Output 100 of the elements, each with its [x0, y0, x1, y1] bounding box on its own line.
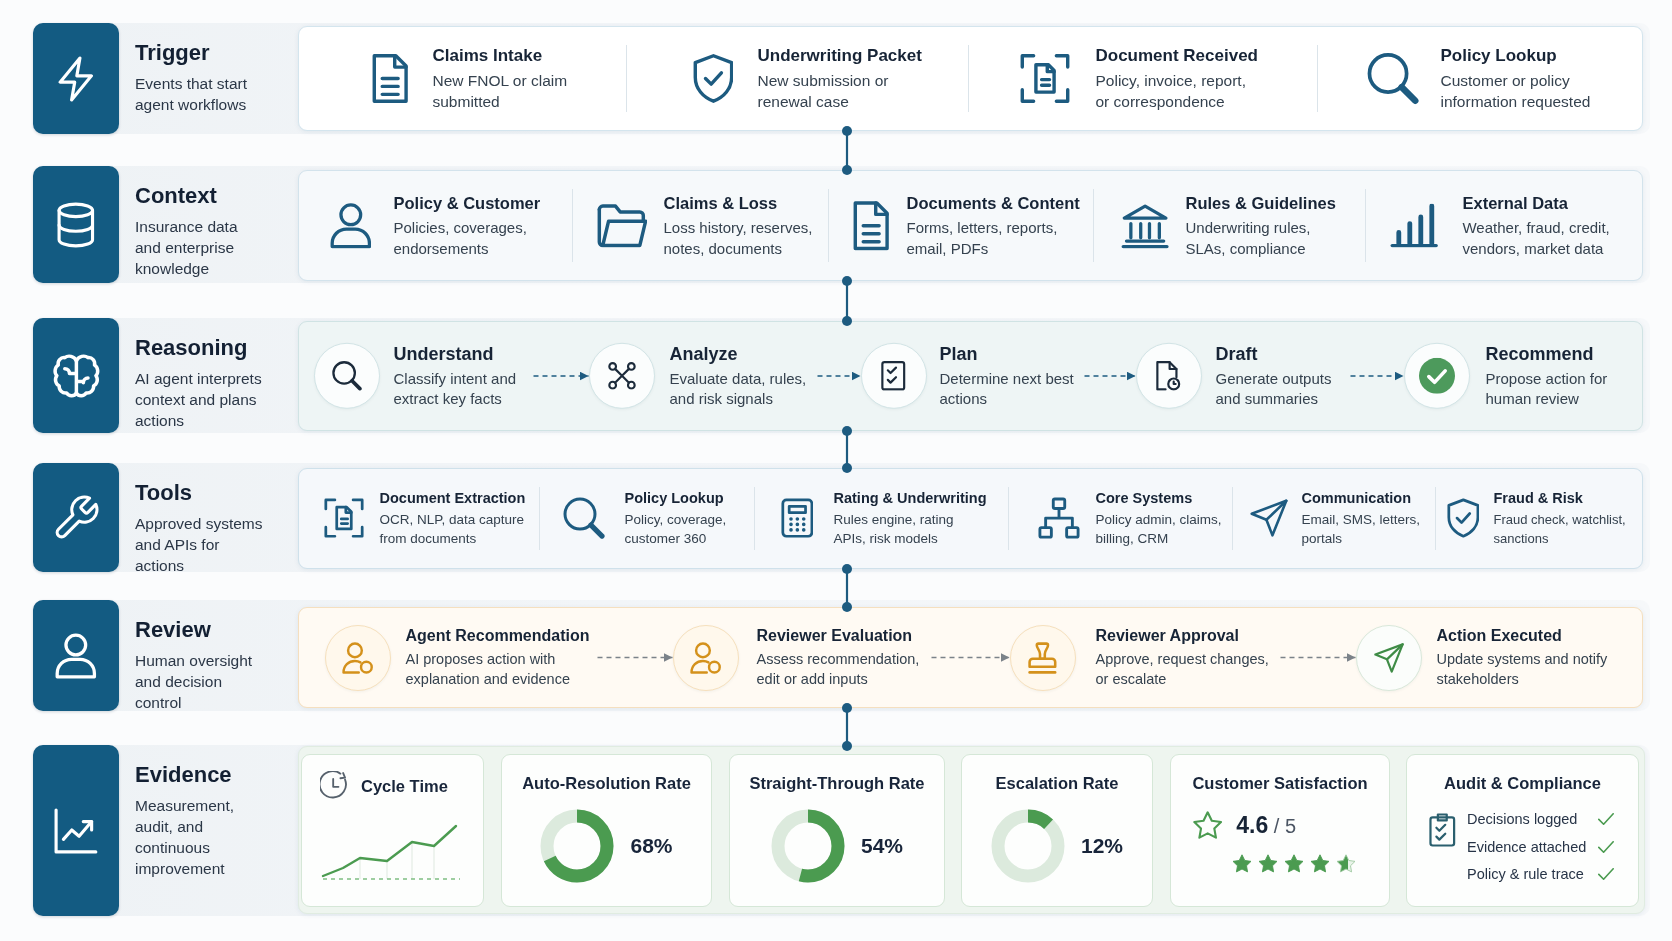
step-title: Agent Recommendation	[405, 625, 590, 646]
row-panel	[298, 321, 1643, 431]
item-description: Rules engine, rating APIs, risk models	[833, 511, 955, 549]
row-title: Evidence	[135, 761, 232, 789]
step-title: Recommend	[1485, 342, 1594, 366]
metric-card	[501, 754, 712, 907]
item-description: OCR, NLP, data capture from documents	[379, 511, 526, 549]
item-description: Fraud check, watchlist, sanctions	[1493, 511, 1627, 549]
item-title: Policy Lookup	[624, 488, 724, 508]
item-title: Document Received	[1095, 44, 1258, 67]
step-description: Update systems and notify stakeholders	[1436, 650, 1609, 690]
row-description: AI agent interprets context and plans actions	[135, 369, 263, 431]
connector-line	[842, 564, 852, 612]
item-title: Fraud & Risk	[1493, 488, 1583, 508]
arrow	[930, 653, 1011, 662]
step-description: Classify intent and extract key facts	[393, 369, 518, 410]
row-band	[33, 463, 1650, 572]
arrow	[532, 371, 590, 381]
checklist-item: Policy & rule trace	[1467, 865, 1584, 884]
step-title: Draft	[1215, 342, 1258, 366]
card-title: Escalation Rate	[995, 773, 1119, 794]
item-title: Rules & Guidelines	[1185, 192, 1336, 214]
item-description: Customer or policy information requested	[1440, 71, 1592, 113]
metric-card	[1406, 754, 1639, 907]
row-description: Approved systems and APIs for actions	[135, 514, 264, 576]
item-description: Weather, fraud, credit, vendors, market data	[1462, 217, 1611, 259]
item-description: Policy admin, claims, billing, CRM	[1095, 511, 1223, 549]
card-title: Customer Satisfaction	[1192, 773, 1368, 794]
item-title: Policy & Customer	[393, 192, 541, 214]
step-title: Plan	[939, 342, 978, 366]
item-description: Policy, coverage, customer 360	[624, 511, 728, 549]
percentage-value: 68%	[630, 834, 673, 858]
card-title: Auto-Resolution Rate	[522, 773, 691, 794]
percentage-value: 54%	[861, 834, 903, 858]
item-description: New FNOL or claim submitted	[432, 71, 569, 113]
item-title: Underwriting Packet	[757, 44, 922, 67]
row-description: Events that start agent workflows	[135, 74, 248, 115]
connector-line	[842, 703, 852, 751]
metric-card	[1170, 754, 1390, 907]
connector-line	[842, 426, 852, 473]
row-description: Human oversight and decision control	[135, 651, 254, 713]
row-band	[33, 745, 1650, 916]
arrow	[1349, 371, 1405, 381]
item-title: Documents & Content	[906, 192, 1080, 214]
card-title: Audit & Compliance	[1444, 773, 1601, 794]
metric-card	[301, 754, 484, 907]
row-band	[33, 166, 1650, 283]
step-description: Determine next best actions	[939, 369, 1075, 410]
step-title: Reviewer Approval	[1095, 625, 1239, 646]
step-description: Approve, request changes, or escalate	[1095, 650, 1270, 690]
rating-value: 4.6 / 5	[1236, 811, 1297, 839]
step-description: Assess recommendation, edit or add inputs	[756, 650, 921, 690]
step-title: Action Executed	[1436, 625, 1562, 646]
item-title: Claims Intake	[432, 44, 543, 67]
item-title: Communication	[1301, 488, 1412, 508]
checklist-item: Evidence attached	[1467, 837, 1587, 857]
row-panel	[298, 170, 1643, 281]
step-description: Evaluate data, rules, and risk signals	[669, 369, 808, 410]
row-panel	[298, 468, 1643, 569]
step-title: Analyze	[669, 342, 738, 366]
connector-line	[842, 126, 852, 175]
row-description: Measurement, audit, and continuous improvement	[135, 796, 236, 879]
metric-card	[961, 754, 1153, 907]
step-description: Generate outputs and summaries	[1215, 369, 1333, 410]
step-title: Reviewer Evaluation	[756, 625, 913, 646]
item-title: External Data	[1462, 192, 1568, 214]
item-title: Core Systems	[1095, 488, 1193, 508]
row-panel	[298, 746, 1645, 914]
metric-card	[729, 754, 945, 907]
row-title: Tools	[135, 479, 193, 507]
row-title: Trigger	[135, 39, 210, 67]
row-title: Context	[135, 182, 217, 210]
arrow	[596, 653, 674, 662]
arrow	[816, 371, 862, 381]
row-description: Insurance data and enterprise knowledge	[135, 217, 239, 279]
step-title: Understand	[393, 342, 494, 366]
item-description: Policy, invoice, report, or correspondence	[1095, 71, 1247, 113]
arrow	[1083, 371, 1137, 381]
row-panel	[298, 607, 1643, 708]
item-title: Rating & Underwriting	[833, 488, 987, 508]
checklist-item: Decisions logged	[1467, 810, 1578, 829]
card-title: Cycle Time	[361, 775, 448, 797]
item-description: Loss history, reserves, notes, documents	[663, 217, 814, 259]
item-title: Policy Lookup	[1440, 44, 1557, 67]
step-description: Propose action for human review	[1485, 369, 1609, 410]
row-band	[33, 600, 1650, 711]
percentage-value: 12%	[1081, 834, 1123, 858]
connector-line	[842, 276, 852, 326]
item-description: Email, SMS, letters, portals	[1301, 511, 1422, 549]
row-title: Review	[135, 616, 211, 644]
item-description: Underwriting rules, SLAs, compliance	[1185, 217, 1312, 259]
arrow	[1279, 653, 1357, 662]
card-title: Straight-Through Rate	[749, 773, 925, 794]
row-panel	[298, 26, 1643, 131]
row-band	[33, 318, 1650, 433]
item-title: Claims & Loss	[663, 192, 778, 214]
row-band	[33, 23, 1650, 134]
item-description: Policies, coverages, endorsements	[393, 217, 528, 259]
item-title: Document Extraction	[379, 488, 526, 508]
item-description: Forms, letters, reports, email, PDFs	[906, 217, 1059, 259]
